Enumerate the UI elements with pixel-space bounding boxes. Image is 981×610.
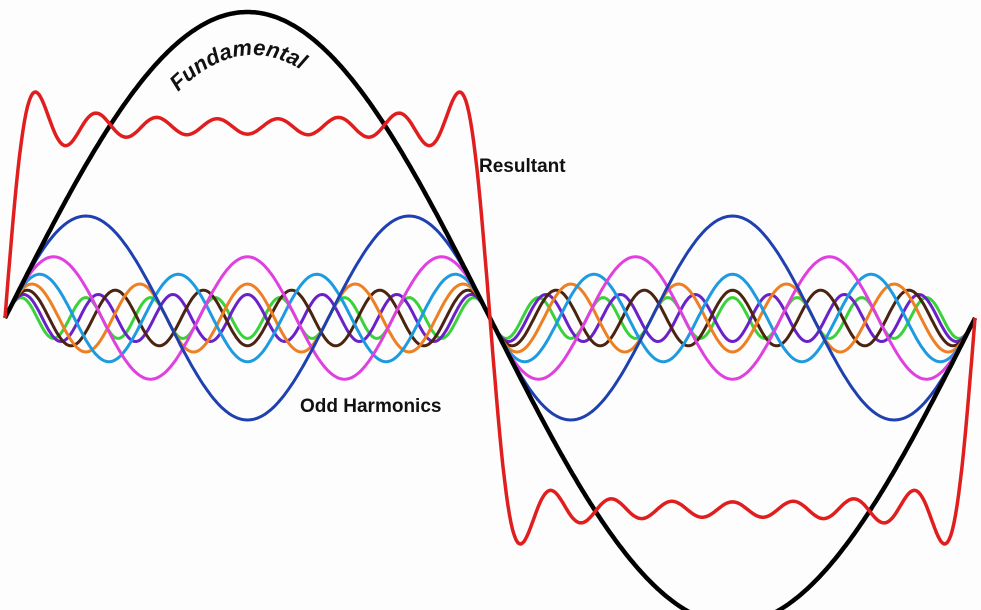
resultant-wave bbox=[3, 90, 977, 546]
fundamental-label: Fundamental bbox=[164, 35, 312, 96]
fundamental-label-text: Fundamental bbox=[164, 35, 312, 96]
main-waves-group bbox=[2, 9, 978, 610]
resultant-label: Resultant bbox=[479, 156, 566, 177]
odd-harmonics-label: Odd Harmonics bbox=[300, 396, 441, 417]
